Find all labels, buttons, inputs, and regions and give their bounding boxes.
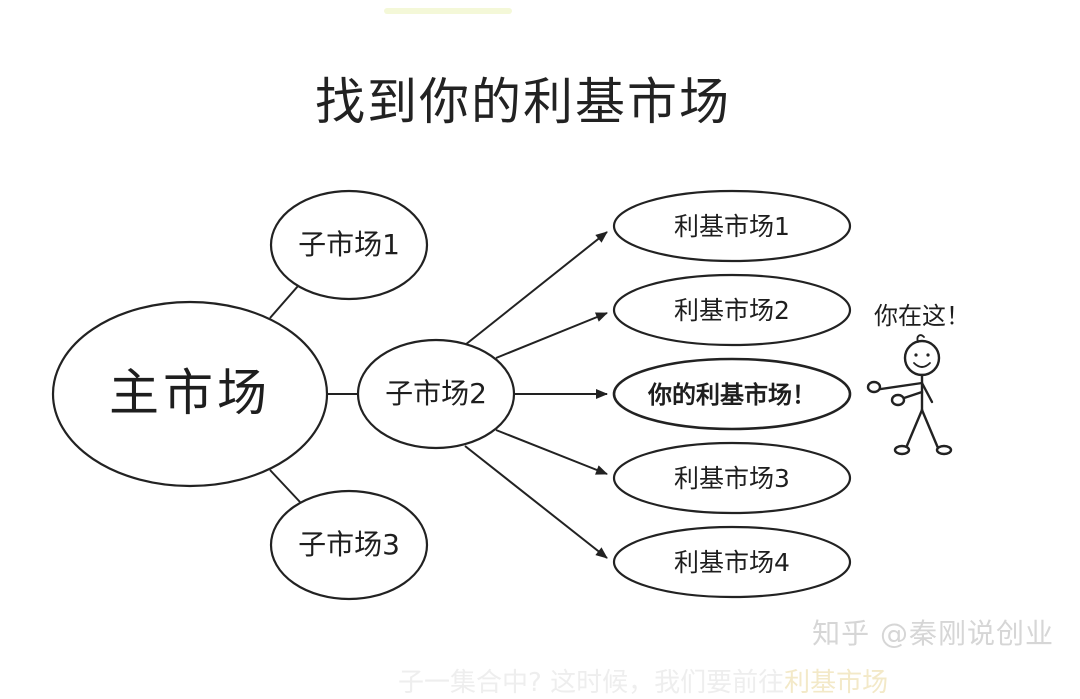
stick-figure-icon: [866, 334, 953, 456]
arrow-to-niche-1: [464, 231, 608, 346]
niche-market-label-2: 利基市场2: [674, 296, 790, 325]
sub-market-node-2: 子市场2: [356, 338, 516, 450]
niche-market-node-1: 利基市场1: [612, 189, 852, 263]
sub-market-label-1: 子市场1: [298, 228, 400, 261]
main-market-node: 主市场: [51, 300, 329, 488]
diagram-title: 找到你的利基市场: [315, 73, 731, 131]
main-market-label: 主市场: [109, 364, 271, 422]
watermark-text: 知乎 @秦刚说创业: [812, 617, 1054, 650]
bottom-caption: 子一集合中? 这时候，我们要前往利基市场: [398, 662, 888, 699]
niche-market-label-4: 利基市场4: [674, 548, 790, 577]
sub-market-node-1: 子市场1: [269, 189, 429, 301]
your-niche-market-node: 你的利基市场！: [612, 357, 852, 431]
niche-market-label-3: 利基市场3: [674, 464, 790, 493]
you-are-here-label: 你在这！: [874, 302, 970, 330]
top-highlight-bar: [384, 8, 512, 14]
niche-market-node-3: 利基市场3: [612, 441, 852, 515]
bottom-caption-prefix: 子一集合中? 这时候，我们要前往: [398, 668, 785, 698]
niche-market-diagram: 找到你的利基市场 主市场 子市场1: [51, 8, 1054, 698]
sub-market-label-3: 子市场3: [298, 528, 400, 561]
sub-market-node-3: 子市场3: [269, 489, 429, 601]
bottom-caption-highlight: 利基市场: [784, 668, 889, 698]
arrow-to-niche-2: [495, 312, 608, 359]
niche-market-label-1: 利基市场1: [674, 212, 790, 241]
sub-market-label-2: 子市场2: [385, 377, 487, 410]
your-niche-market-label: 你的利基市场！: [647, 381, 816, 409]
niche-market-node-2: 利基市场2: [612, 273, 852, 347]
link-main-sub3: [269, 469, 301, 503]
arrow-to-niche-4: [464, 445, 608, 559]
diagram-canvas: 主市场 子市场1 子市场2 子市场3 利基市场1 利基市场2 你的利基市场！: [51, 189, 970, 601]
arrow-to-niche-3: [495, 429, 608, 475]
niche-market-node-4: 利基市场4: [612, 525, 852, 599]
link-main-sub1: [269, 285, 299, 319]
